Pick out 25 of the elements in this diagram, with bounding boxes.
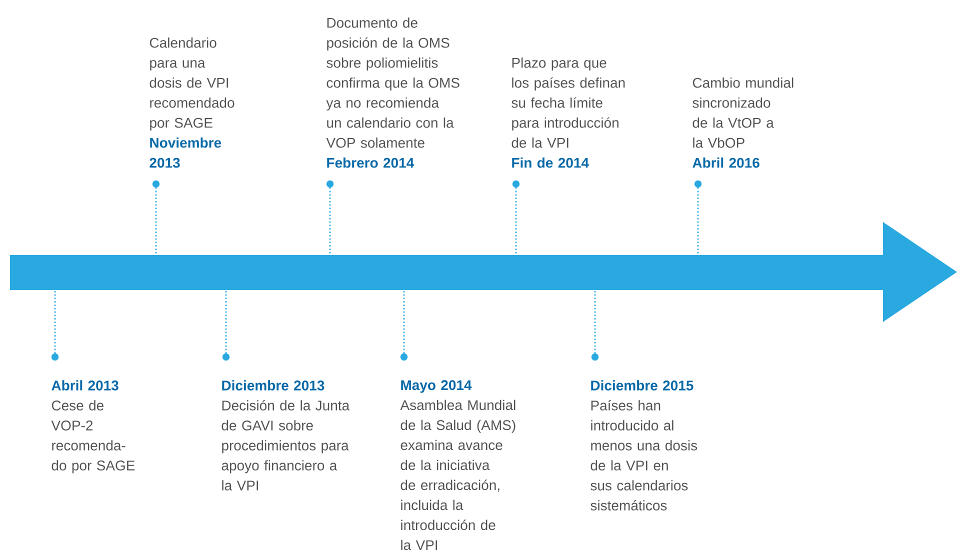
event-description: Decisión de la Junta de GAVI sobre procedimientos para apoyo financiero a la VPI xyxy=(222,400,350,490)
leader-line xyxy=(51,290,59,361)
date-label: Febrero 2014 xyxy=(327,158,414,168)
leader-line xyxy=(326,180,334,255)
event-description: Calendario para una dosis de VPI recomendado por SAGE xyxy=(150,37,234,131)
leader-line xyxy=(591,290,599,361)
leader-line xyxy=(152,180,160,255)
date-label: Fin de 2014 xyxy=(512,158,589,168)
leader-line xyxy=(694,180,702,255)
event-description: Cambio mundial sincronizado de la VtOP a la VbOP xyxy=(692,78,794,148)
leader-line xyxy=(222,290,230,361)
timeline-arrow xyxy=(10,222,957,322)
date-label: Mayo 2014 xyxy=(401,380,472,393)
leader-line xyxy=(400,290,408,361)
date-label: Noviembre 2013 xyxy=(150,137,222,168)
event-description: Países han introducido al menos una dosis de la VPI en sus calendarios sistemáticos xyxy=(590,400,698,510)
date-label: Abril 2013 xyxy=(52,380,118,390)
event-description: Plazo para que los países definan su fecha límite para introducción de la VPI xyxy=(512,58,625,148)
date-label: Diciembre 2015 xyxy=(591,380,694,390)
leader-line xyxy=(512,180,520,255)
event-description: Documento de posición de la OMS sobre poliomielitis confirma que la OMS ya no recomienda un calendario con la VOP solamente xyxy=(326,18,460,148)
event-description: Asamblea Mundial de la Salud (AMS) examina avance de la iniciativa de erradicación, incluida la introducción de la VPI xyxy=(400,400,516,550)
event-description: Cese de VOP-2 recomenda- do por SAGE xyxy=(51,400,135,474)
date-label: Diciembre 2013 xyxy=(222,380,324,390)
date-label: Abril 2016 xyxy=(692,158,760,168)
